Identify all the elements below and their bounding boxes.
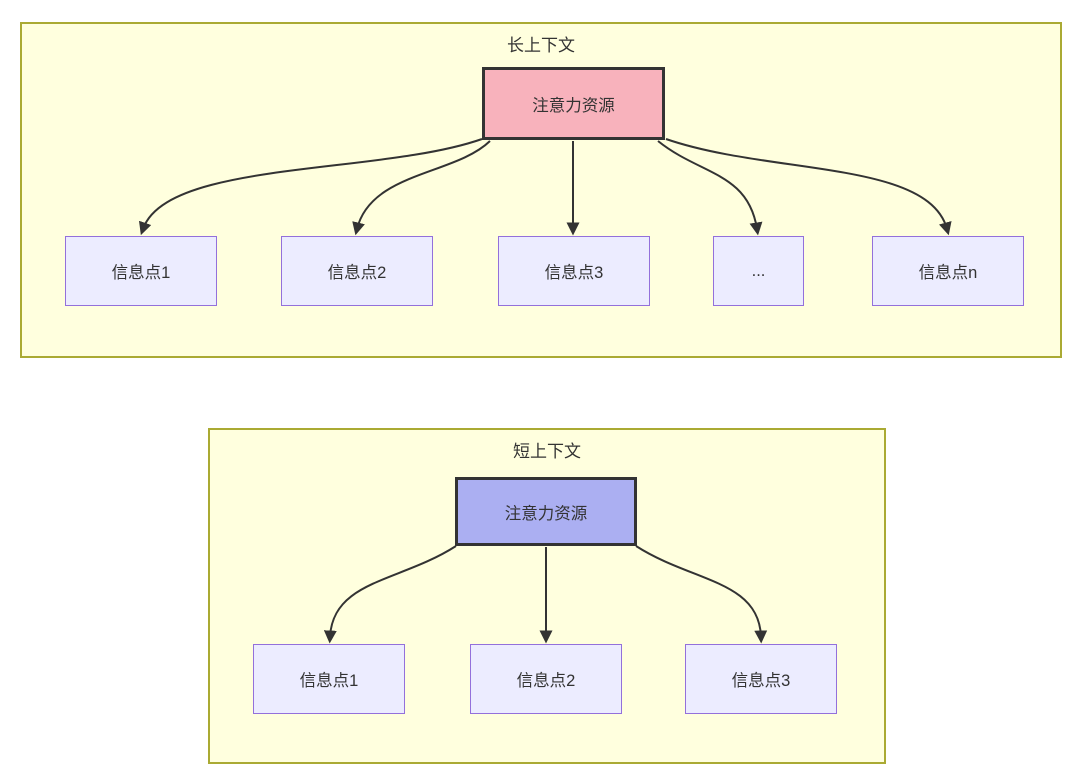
info-node-short-3: 信息点3 — [685, 644, 837, 714]
info-node-long-ellipsis: ... — [713, 236, 804, 306]
info-node-long-n: 信息点n — [872, 236, 1024, 306]
info-node-long-2: 信息点2 — [281, 236, 433, 306]
info-node-long-1: 信息点1 — [65, 236, 217, 306]
info-node-short-2: 信息点2 — [470, 644, 622, 714]
subgraph-short-context-title: 短上下文 — [513, 442, 581, 461]
subgraph-long-context-title: 长上下文 — [507, 36, 575, 55]
info-node-short-1: 信息点1 — [253, 644, 405, 714]
attention-node-long: 注意力资源 — [482, 67, 665, 140]
attention-node-short: 注意力资源 — [455, 477, 637, 546]
info-node-long-3: 信息点3 — [498, 236, 650, 306]
